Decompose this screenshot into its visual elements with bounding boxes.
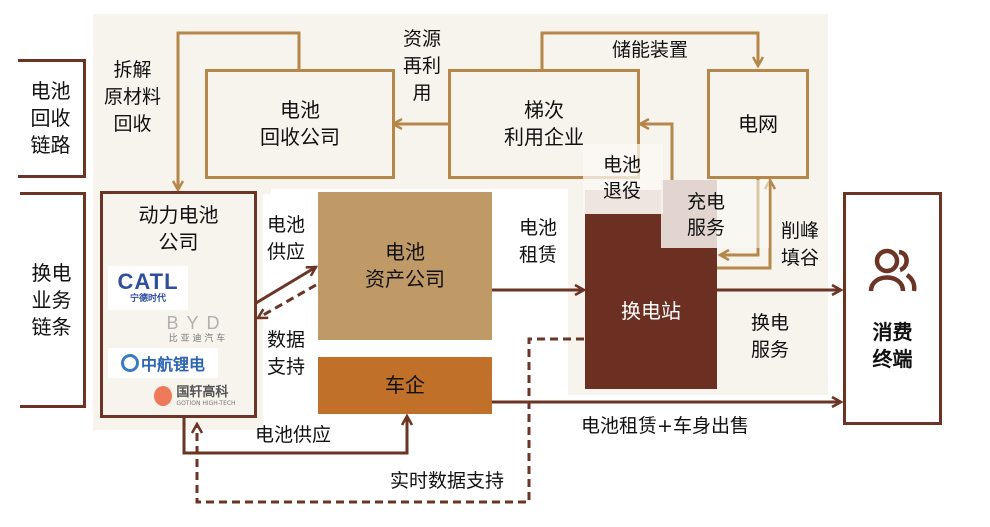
avic-icon xyxy=(120,354,139,372)
users-icon xyxy=(868,248,916,291)
logo-catl: CATL 宁德时代 xyxy=(108,266,188,310)
edge-battery-to-automaker xyxy=(182,416,407,455)
logo-avic: 中航锂电 xyxy=(108,348,218,378)
label-lease-and-sale: 电池租赁+车身出售 xyxy=(581,415,749,437)
label-data-support: 数据 支持 xyxy=(266,329,305,378)
edge-station-to-grid xyxy=(716,180,770,270)
label-charging: 充电 服务 xyxy=(686,191,725,239)
node-cascade-company: 梯次 利用企业 xyxy=(448,69,640,179)
label-battery-supply-2: 电池供应 xyxy=(254,424,331,446)
label-battery-supply-1: 电池 供应 xyxy=(266,214,305,263)
side-label-recycle-chain: 电池 回收 链路 xyxy=(18,59,86,178)
node-grid: 电网 xyxy=(707,69,809,179)
label-swap-service: 换电 服务 xyxy=(750,312,789,361)
node-automaker: 车企 xyxy=(318,357,492,414)
logo-byd: BYD 比 亚 迪 汽 车 xyxy=(166,313,228,344)
edge-cascade-to-grid xyxy=(540,31,758,69)
label-resource-reuse: 资源 再利 用 xyxy=(402,28,441,104)
label-peak-valley: 削峰 填谷 xyxy=(780,220,819,269)
label-dismantle: 拆解 原材料 回收 xyxy=(103,59,161,135)
edge-asset-to-battery-data xyxy=(258,283,317,320)
edge-recycle-to-battery xyxy=(178,31,301,190)
retire-label-bg xyxy=(583,144,663,214)
label-battery-lease: 电池 租赁 xyxy=(518,217,557,266)
edge-station-to-cascade xyxy=(640,124,674,200)
node-consumer: 消费 终端 xyxy=(843,192,942,425)
gotion-icon xyxy=(154,386,173,406)
label-realtime-data: 实时数据支持 xyxy=(389,470,504,492)
charging-label-bg xyxy=(661,180,769,248)
edge-realtime-data xyxy=(197,337,584,504)
node-recycle-company: 电池 回收公司 xyxy=(205,69,395,179)
side-label-swap-chain: 换电 业务 链条 xyxy=(20,192,86,408)
edge-battery-to-asset xyxy=(255,267,316,305)
label-retire: 电池 退役 xyxy=(602,154,641,202)
label-storage: 储能装置 xyxy=(611,39,688,61)
node-asset-company: 电池 资产公司 xyxy=(318,192,492,340)
logo-gotion: 国轩高科 GOTION HIGH-TECH xyxy=(145,380,245,412)
